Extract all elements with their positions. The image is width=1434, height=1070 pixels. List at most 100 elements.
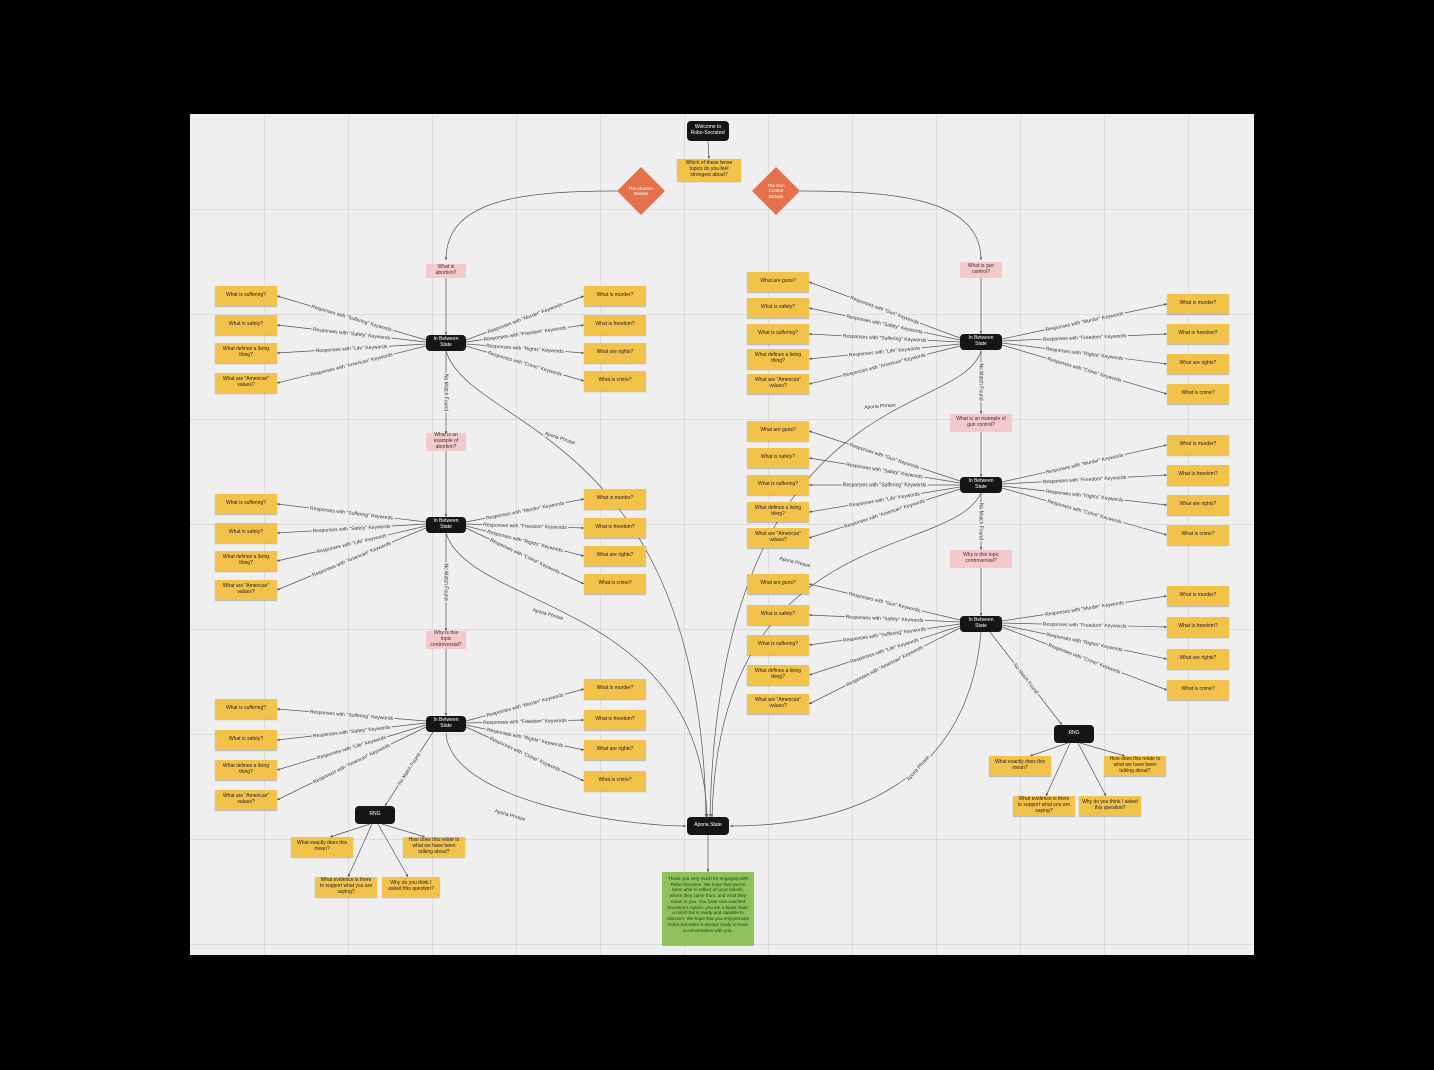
rng-question-mean[interactable]: What exactly does this mean? bbox=[989, 756, 1051, 776]
sticky-crime[interactable]: What is crime? bbox=[584, 771, 646, 791]
in-between-state-left-1[interactable]: In Between State bbox=[426, 517, 466, 533]
sticky-living[interactable]: What defines a living thing? bbox=[747, 349, 809, 369]
rng-node-right[interactable]: RNG bbox=[1054, 725, 1094, 743]
in-between-state-right-2[interactable]: In Between State bbox=[960, 616, 1002, 632]
rng-question-relate[interactable]: How does this relate to what we have bee… bbox=[1104, 756, 1166, 776]
connector bbox=[799, 190, 983, 261]
sticky-living[interactable]: What defines a living thing? bbox=[215, 551, 277, 571]
sticky-american[interactable]: What are "American" values? bbox=[215, 790, 277, 810]
connector bbox=[1045, 742, 1071, 797]
sticky-rights[interactable]: What are rights? bbox=[1167, 354, 1229, 374]
connector bbox=[707, 140, 711, 160]
connector bbox=[444, 451, 448, 517]
sticky-crime[interactable]: What is crime? bbox=[584, 371, 646, 391]
sticky-murder[interactable]: What is murder? bbox=[1167, 294, 1229, 314]
connector bbox=[444, 278, 448, 335]
sticky-living[interactable]: What defines a living thing? bbox=[215, 760, 277, 780]
sticky-safety[interactable]: What is safety? bbox=[747, 298, 809, 318]
abortion-debate-diamond[interactable]: The Abortion Debate bbox=[617, 167, 665, 215]
sticky-freedom[interactable]: What is freedom? bbox=[584, 315, 646, 335]
sticky-rights[interactable]: What are rights? bbox=[584, 546, 646, 566]
sticky-suffering[interactable]: What is suffering? bbox=[215, 699, 277, 719]
topic-question-sticky[interactable]: Which of these tense topics do you feel … bbox=[677, 159, 741, 181]
rng-question-evidence[interactable]: What evidence is there to support what y… bbox=[1013, 796, 1075, 816]
sticky-murder[interactable]: What is murder? bbox=[584, 679, 646, 699]
in-between-state-right-1[interactable]: In Between State bbox=[960, 477, 1002, 493]
edge-label: Aporia Phrase bbox=[906, 754, 932, 782]
sticky-guns[interactable]: What are guns? bbox=[747, 421, 809, 441]
gun-control-debate-diamond[interactable]: The Gun Control Debate bbox=[752, 167, 800, 215]
gun-prompt-0[interactable]: What is gun control? bbox=[960, 262, 1002, 278]
sticky-safety[interactable]: What is safety? bbox=[215, 315, 277, 335]
rng-node-left[interactable]: RNG bbox=[355, 806, 395, 824]
connector bbox=[445, 532, 709, 818]
sticky-crime[interactable]: What is crime? bbox=[1167, 680, 1229, 700]
sticky-safety[interactable]: What is safety? bbox=[215, 523, 277, 543]
sticky-suffering[interactable]: What is suffering? bbox=[747, 635, 809, 655]
sticky-crime[interactable]: What is crime? bbox=[584, 574, 646, 594]
closing-message-sticky[interactable]: Thank you very much for engaging with Ro… bbox=[662, 872, 754, 946]
sticky-living[interactable]: What defines a living thing? bbox=[215, 343, 277, 363]
rng-question-why[interactable]: Why do you think I asked this question? bbox=[1079, 796, 1141, 816]
sticky-guns[interactable]: What are guns? bbox=[747, 272, 809, 292]
sticky-living[interactable]: What defines a living thing? bbox=[747, 665, 809, 685]
sticky-rights[interactable]: What are rights? bbox=[1167, 495, 1229, 515]
start-node[interactable]: Welcome to Robo-Socrates! bbox=[687, 121, 729, 141]
diamond-label: The Abortion Debate bbox=[628, 185, 654, 196]
in-between-state-right-0[interactable]: In Between State bbox=[960, 334, 1002, 350]
rng-question-evidence[interactable]: What evidence is there to support what y… bbox=[315, 877, 377, 897]
rng-question-mean[interactable]: What exactly does this mean? bbox=[291, 837, 353, 857]
sticky-freedom[interactable]: What is freedom? bbox=[584, 518, 646, 538]
sticky-crime[interactable]: What is crime? bbox=[1167, 384, 1229, 404]
edge-label: Responses with "Suffering" Keywords bbox=[843, 333, 927, 343]
edge-label: Responses with "Murder" Keywords bbox=[486, 692, 565, 719]
edge-label: Responses with "Suffering" Keywords bbox=[843, 483, 927, 489]
sticky-rights[interactable]: What are rights? bbox=[1167, 649, 1229, 669]
connector bbox=[444, 190, 618, 261]
sticky-american[interactable]: What are "American" values? bbox=[747, 694, 809, 714]
sticky-rights[interactable]: What are rights? bbox=[584, 343, 646, 363]
sticky-safety[interactable]: What is safety? bbox=[747, 605, 809, 625]
rng-question-why[interactable]: Why do you think I asked this question? bbox=[382, 877, 440, 897]
prompt-2[interactable]: Why is this topic controversial? bbox=[426, 631, 466, 649]
sticky-safety[interactable]: What is safety? bbox=[747, 448, 809, 468]
in-between-state-left-2[interactable]: In Between State bbox=[426, 716, 466, 732]
sticky-freedom[interactable]: What is freedom? bbox=[584, 710, 646, 730]
edge-label: Responses with "Gun" Keywords bbox=[848, 591, 921, 614]
sticky-safety[interactable]: What is safety? bbox=[215, 730, 277, 750]
in-between-state-left-0[interactable]: In Between State bbox=[426, 335, 466, 351]
sticky-freedom[interactable]: What is freedom? bbox=[1167, 617, 1229, 637]
gun-prompt-2[interactable]: Why is this topic controversial? bbox=[950, 550, 1012, 568]
edge-label: Responses with "Murder" Keywords bbox=[1045, 452, 1124, 475]
rng-question-relate[interactable]: How does this relate to what we have bee… bbox=[403, 837, 465, 857]
edge-label: Responses with "Safety" Keywords bbox=[845, 614, 923, 624]
sticky-suffering[interactable]: What is suffering? bbox=[747, 475, 809, 495]
connector bbox=[710, 492, 982, 818]
sticky-freedom[interactable]: What is freedom? bbox=[1167, 465, 1229, 485]
edge-label: Responses with "Crime" Keywords bbox=[487, 350, 563, 378]
sticky-murder[interactable]: What is murder? bbox=[584, 489, 646, 509]
sticky-guns[interactable]: What are guns? bbox=[747, 574, 809, 594]
sticky-american[interactable]: What are "American" values? bbox=[215, 580, 277, 600]
sticky-living[interactable]: What defines a living thing? bbox=[747, 502, 809, 522]
sticky-freedom[interactable]: What is freedom? bbox=[1167, 324, 1229, 344]
sticky-american[interactable]: What are "American" values? bbox=[747, 528, 809, 548]
sticky-suffering[interactable]: What is suffering? bbox=[747, 324, 809, 344]
gun-prompt-1[interactable]: What is an example of gun control? bbox=[950, 414, 1012, 432]
connector bbox=[979, 278, 983, 334]
sticky-murder[interactable]: What is murder? bbox=[584, 286, 646, 306]
edge-label: Aporia Phrase bbox=[864, 402, 896, 411]
sticky-suffering[interactable]: What is suffering? bbox=[215, 494, 277, 514]
prompt-0[interactable]: What is abortion? bbox=[426, 264, 466, 278]
sticky-american[interactable]: What are "American" values? bbox=[747, 374, 809, 394]
edge-label: Responses with "Murder" Keywords bbox=[1045, 311, 1124, 333]
aporia-state-node[interactable]: Aporia State bbox=[687, 817, 729, 835]
sticky-rights[interactable]: What are rights? bbox=[584, 740, 646, 760]
sticky-suffering[interactable]: What is suffering? bbox=[215, 286, 277, 306]
prompt-1[interactable]: What is an example of abortion? bbox=[426, 433, 466, 451]
edge-label: Aporia Phrase bbox=[779, 556, 811, 570]
sticky-american[interactable]: What are "American" values? bbox=[215, 373, 277, 393]
sticky-murder[interactable]: What is murder? bbox=[1167, 586, 1229, 606]
sticky-crime[interactable]: What is crime? bbox=[1167, 525, 1229, 545]
sticky-murder[interactable]: What is murder? bbox=[1167, 435, 1229, 455]
